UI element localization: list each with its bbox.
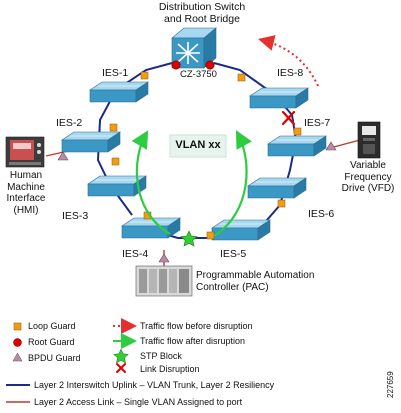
switch-label-ies-5: IES-5 <box>220 248 247 260</box>
traffic-flow-after-arrow-left <box>131 130 171 235</box>
traffic-flow-before-arrow <box>258 35 319 87</box>
pac-label-line-1: Programmable Automation <box>196 270 315 281</box>
switch-label-ies-4: IES-4 <box>122 248 149 260</box>
title-line-2: and Root Bridge <box>164 13 240 26</box>
legend-stp-block: STP Block <box>140 351 182 361</box>
loop-guard-markers <box>109 71 302 240</box>
legend-flow-before: Traffic flow before disruption <box>140 321 253 331</box>
hmi-device-icon <box>5 136 45 168</box>
legend-link-disruption: Link Disruption <box>140 364 200 374</box>
legend-access-link: Layer 2 Access Link – Single VLAN Assign… <box>34 397 243 407</box>
vfd-device-icon <box>357 121 381 159</box>
vlan-box <box>169 134 227 158</box>
hmi-label-line-2: Machine <box>7 181 45 193</box>
switch-label-ies-3: IES-3 <box>62 210 89 222</box>
access-links <box>45 139 361 268</box>
legend-symbols <box>6 318 137 403</box>
vfd-label-line-3: Drive (VFD) <box>341 183 395 194</box>
switch-label-ies-8: IES-8 <box>277 67 304 79</box>
vfd-label-line-2: Frequency <box>344 171 392 183</box>
pac-label-line-2: Controller (PAC) <box>196 281 269 293</box>
legend-bpdu-guard: BPDU Guard <box>28 353 81 363</box>
switch-ies-8 <box>249 87 309 109</box>
switch-label-ies-1: IES-1 <box>102 67 129 79</box>
hmi-label: Human Machine Interface (HMI) <box>0 170 52 216</box>
root-switch-icon <box>171 27 217 69</box>
legend-flow-after: Traffic flow after disruption <box>140 336 246 346</box>
root-switch-label: CZ-3750 <box>180 69 217 80</box>
hmi-label-line-4: (HMI) <box>13 204 39 216</box>
vfd-label: Variable Frequency Drive (VFD) <box>335 160 401 195</box>
switch-label-ies-2: IES-2 <box>56 117 83 129</box>
legend-uplink: Layer 2 Interswitch Uplink – VLAN Trunk,… <box>34 380 275 390</box>
switch-ies-4 <box>121 217 181 239</box>
switch-label-ies-6: IES-6 <box>308 208 335 220</box>
switch-ies-2 <box>61 131 121 153</box>
link-disruption-mark <box>281 110 296 126</box>
hmi-label-line-1: Human <box>9 170 43 181</box>
switch-ies-1 <box>89 81 149 103</box>
figure-id: 227659 <box>386 371 395 398</box>
stp-block-star <box>180 230 198 247</box>
switch-ies-7 <box>267 135 327 157</box>
title-line-1: Distribution Switch <box>158 1 246 13</box>
vlan-label: VLAN xx <box>175 139 221 151</box>
legend-root-guard: Root Guard <box>28 337 75 347</box>
switch-ies-6 <box>247 177 307 199</box>
pac-label: Programmable Automation Controller (PAC) <box>196 270 314 293</box>
vfd-label-line-1: Variable <box>350 160 386 171</box>
switch-label-ies-7: IES-7 <box>304 117 331 129</box>
legend-loop-guard: Loop Guard <box>28 321 76 331</box>
root-guard-markers <box>171 60 215 70</box>
pac-device-icon <box>135 265 193 297</box>
traffic-flow-after-arrow-right <box>213 130 253 237</box>
bpdu-guard-markers <box>57 141 337 263</box>
hmi-label-line-3: Interface <box>6 193 46 204</box>
diagram-title: Distribution Switch and Root Bridge <box>140 1 264 25</box>
